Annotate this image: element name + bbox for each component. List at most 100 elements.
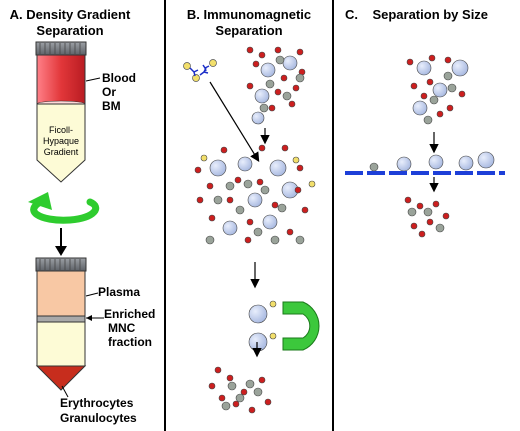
red-blood-cell [248,406,256,414]
blood-label-line3: BM [102,99,121,113]
bead-icon [183,62,191,70]
red-blood-cell [246,46,254,54]
granulocyte-cell [259,103,269,113]
cell-mixture-b [194,46,316,414]
tube-cap [35,257,87,272]
granulocyte-cell [275,55,285,65]
red-blood-cell [426,78,434,86]
bead-icon [269,300,277,308]
lymphocyte-cell [248,304,268,324]
mix-arrow [209,81,260,163]
red-blood-cell [234,176,242,184]
red-blood-cell [410,82,418,90]
red-blood-cell [292,84,300,92]
granulocyte-cell [429,95,439,105]
erythrocytes-label: Erythrocytes [60,396,134,410]
red-blood-cell [208,382,216,390]
red-blood-cell [240,388,248,396]
red-blood-cell [194,166,202,174]
red-blood-cell [256,178,264,186]
lymphocyte-cell [248,332,268,352]
granulocyte-cell [423,207,433,217]
red-blood-cell [301,206,309,214]
red-blood-cell [281,144,289,152]
red-blood-cell [296,164,304,172]
red-blood-cell [246,218,254,226]
mnc-layer [36,315,86,323]
red-blood-cell [458,90,466,98]
gradient-layer [36,103,86,183]
lymphocyte-cell [260,62,276,78]
red-blood-cell [288,100,296,108]
lymphocyte-cell [222,220,238,236]
granulocyte-cell [265,79,275,89]
granulocyte-cell [235,205,245,215]
red-blood-cell [444,56,452,64]
bead-icon [209,59,217,67]
granulocyte-cell [227,381,237,391]
red-blood-cell [436,110,444,118]
bead-icon [292,156,300,164]
bead-icon [200,154,208,162]
panel-a: A. Density Gradient Separation Blood Or [10,7,156,425]
bead-icon [192,74,200,82]
lymphocyte-cell [458,155,474,171]
granulocyte-cell [447,83,457,93]
lymphocyte-cell [282,55,298,71]
red-blood-cell [196,196,204,204]
granulocyte-cell [435,223,445,233]
red-blood-cell [252,60,260,68]
granulocyte-cell [443,71,453,81]
lymphocyte-cell [251,111,265,125]
lymphocyte-cell [451,59,469,77]
granulocyte-cell [225,181,235,191]
red-blood-cell [232,400,240,408]
granulocyte-cell [243,179,253,189]
granulocyte-cell [260,185,270,195]
antibody-bead-cluster [183,59,217,82]
lymphocyte-cell [432,82,448,98]
red-blood-cell [294,186,302,194]
red-blood-cell [418,230,426,238]
mnc-label-line2: MNC [108,321,136,335]
red-blood-cell [218,394,226,402]
red-blood-cell [406,58,414,66]
red-blood-cell [258,376,266,384]
lymphocyte-cell [269,159,287,177]
red-blood-cell [268,104,276,112]
red-blood-cell [214,366,222,374]
red-blood-cell [226,374,234,382]
red-blood-cell [258,51,266,59]
granulocyte-cell [270,235,280,245]
red-blood-cell [280,74,288,82]
lymphocyte-cell [237,156,253,172]
granulocytes-label: Granulocytes [60,411,137,425]
panel-b-title-line2: Separation [215,23,282,38]
panel-a-title-line2: Separation [36,23,103,38]
antibody-icon [202,64,210,72]
red-blood-cell [296,48,304,56]
red-blood-cell [428,54,436,62]
plasma-layer [36,270,86,317]
granulocyte-cell [221,401,231,411]
red-blood-cell [246,82,254,90]
granulocyte-cell [205,235,215,245]
granulocyte-cell [277,203,287,213]
panel-a-title-line1: A. Density Gradient [10,7,131,22]
tube-icon [35,257,87,391]
rbc-layer [35,365,87,391]
bead-icon [269,332,277,340]
lymphocyte-cell [396,156,412,172]
red-blood-cell [258,144,266,152]
red-blood-cell [226,196,234,204]
plasma-label: Plasma [98,285,140,299]
red-blood-cell [410,222,418,230]
red-blood-cell [442,212,450,220]
panel-c-title: C. Separation by Size [345,7,488,22]
red-blood-cell [426,218,434,226]
gradient-label-line2: Hypaque [43,136,79,146]
granulocyte-cell [295,235,305,245]
red-blood-cell [271,201,279,209]
